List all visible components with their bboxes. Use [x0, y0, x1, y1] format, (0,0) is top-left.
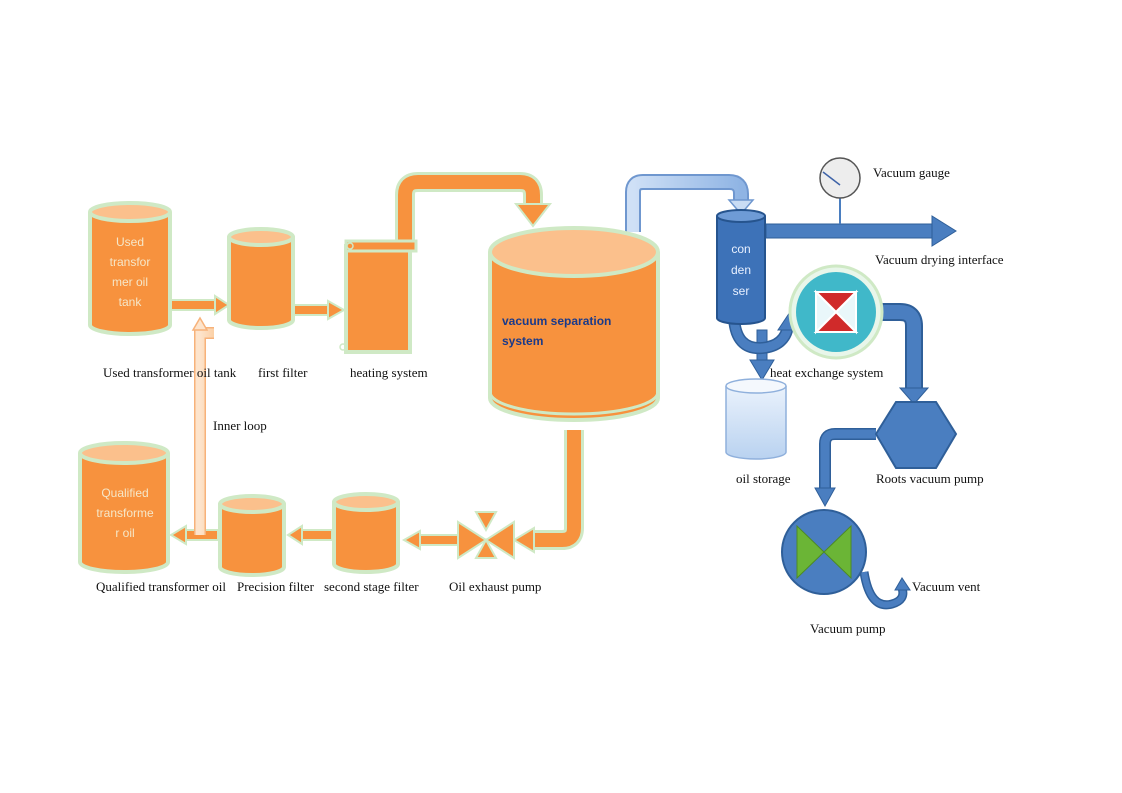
pipe-heat-exchanger-to-roots: [880, 303, 930, 405]
qualified-oil-inner-label: Qualified transforme r oil: [96, 486, 154, 540]
vacuum-vent-label: Vacuum vent: [912, 579, 981, 594]
pipe-condenser-to-drying-interface: [765, 215, 957, 247]
arrow-second-to-precision-filter: [286, 524, 333, 546]
second-stage-filter-vessel: [332, 492, 400, 574]
vacuum-separation-label: vacuum separation system: [502, 314, 612, 348]
oil-storage-vessel: [725, 378, 787, 460]
oil-exhaust-pump-valve: [457, 511, 515, 560]
vacuum-drying-interface-label: Vacuum drying interface: [875, 252, 1004, 267]
qualified-oil-label: Qualified transformer oil: [96, 579, 226, 594]
pipe-separator-to-exhaust-pump: [512, 430, 584, 554]
heat-exchanger: [788, 264, 884, 360]
qualified-oil-tank: [78, 441, 170, 574]
used-oil-tank: [88, 201, 172, 336]
oil-exhaust-pump-label: Oil exhaust pump: [449, 579, 542, 594]
condenser-inner-label: con den ser: [730, 242, 752, 298]
heating-system-vessel: [339, 239, 418, 354]
roots-vacuum-pump: [874, 401, 958, 469]
inner-loop-pipe: [191, 316, 214, 535]
inner-loop-label: Inner loop: [213, 418, 267, 433]
used-oil-tank-inner-label: Used transfor mer oil tank: [109, 235, 151, 309]
first-filter-label: first filter: [258, 365, 308, 380]
vacuum-gauge-icon: [819, 157, 861, 199]
heating-system-label: heating system: [350, 365, 428, 380]
vacuum-pump: [781, 509, 867, 595]
second-stage-filter-label: second stage filter: [324, 579, 419, 594]
pipe-separator-to-condenser: [625, 174, 755, 232]
pipe-heating-to-separator: [395, 172, 553, 243]
condenser-vessel: [716, 209, 766, 325]
used-oil-tank-label: Used transformer oil tank: [103, 365, 237, 380]
arrow-exhaust-to-second-filter: [401, 529, 459, 551]
pipe-roots-to-vacuum-pump: [814, 428, 876, 508]
heat-exchange-system-label: heat exchange system: [770, 365, 884, 380]
vacuum-gauge-label: Vacuum gauge: [873, 165, 950, 180]
pipe-vacuum-vent: [859, 571, 911, 610]
arrow-tank-to-first-filter: [170, 294, 231, 316]
oil-storage-label: oil storage: [736, 471, 791, 486]
vacuum-separation-vessel: [488, 226, 660, 422]
first-filter-vessel: [227, 227, 295, 330]
arrow-first-filter-to-heating: [293, 299, 347, 321]
precision-filter-label: Precision filter: [237, 579, 314, 594]
precision-filter-vessel: [218, 494, 286, 577]
roots-vacuum-pump-label: Roots vacuum pump: [876, 471, 984, 486]
vacuum-pump-label: Vacuum pump: [810, 621, 886, 636]
